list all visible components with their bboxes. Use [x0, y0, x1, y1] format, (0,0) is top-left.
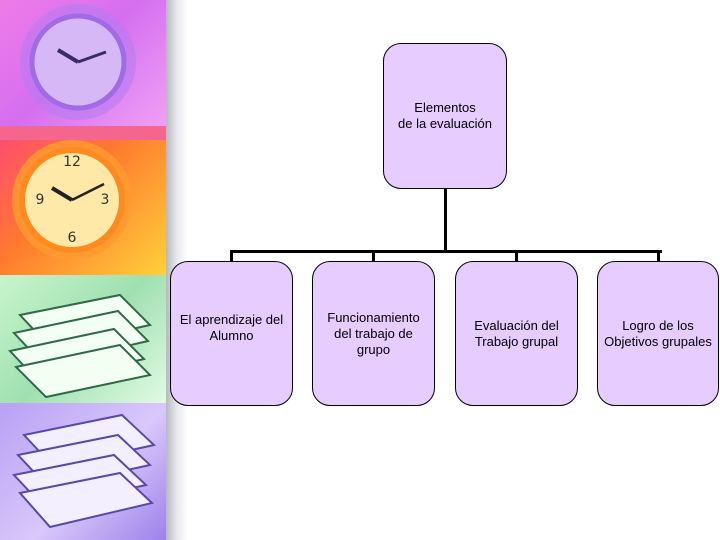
child-node-funcionamiento: Funcionamiento del trabajo de grupo [312, 261, 435, 406]
clock-icon: 12 3 6 9 [12, 140, 132, 260]
child-node-line-1: El aprendizaje del [179, 312, 284, 327]
svg-text:6: 6 [68, 230, 77, 246]
svg-text:9: 9 [36, 192, 45, 208]
child-node-line-2: Objetivos grupales [604, 333, 712, 349]
svg-text:3: 3 [101, 192, 110, 208]
connector-horizontal-bar [230, 250, 662, 253]
svg-text:12: 12 [63, 154, 81, 170]
paper-stack-purple [0, 403, 170, 540]
paper-stack-green [0, 275, 170, 403]
clock-icon [20, 4, 136, 120]
root-node: Elementos de la evaluación [383, 43, 507, 189]
root-node-line-2: de la evaluación [398, 116, 492, 131]
child-node-line-2: del trabajo de grupo [334, 325, 413, 357]
paper-stack-icon [12, 413, 157, 529]
connector-drop-2 [372, 250, 375, 262]
child-node-line-2: Alumno [209, 328, 254, 343]
clock-photo-orange: 12 3 6 9 [0, 140, 170, 275]
color-band [0, 126, 170, 140]
child-node-line-1: Funcionamiento [327, 309, 420, 325]
connector-drop-4 [657, 250, 660, 262]
connector-root-stem [444, 188, 447, 251]
connector-drop-3 [515, 250, 518, 262]
clock-photo-purple [0, 0, 170, 140]
child-node-line-1: Logro de los [622, 317, 694, 333]
paper-stack-icon [8, 293, 153, 399]
child-node-line-2: Trabajo grupal [474, 333, 559, 349]
child-node-line-1: Evaluación del [474, 317, 559, 333]
root-node-line-1: Elementos [414, 100, 476, 115]
decorative-photo-strip: 12 3 6 9 [0, 0, 170, 540]
child-node-evaluacion: Evaluación del Trabajo grupal [455, 261, 578, 406]
connector-drop-1 [230, 250, 233, 262]
child-node-logro: Logro de los Objetivos grupales [597, 261, 719, 406]
child-node-aprendizaje: El aprendizaje del Alumno [170, 261, 293, 406]
